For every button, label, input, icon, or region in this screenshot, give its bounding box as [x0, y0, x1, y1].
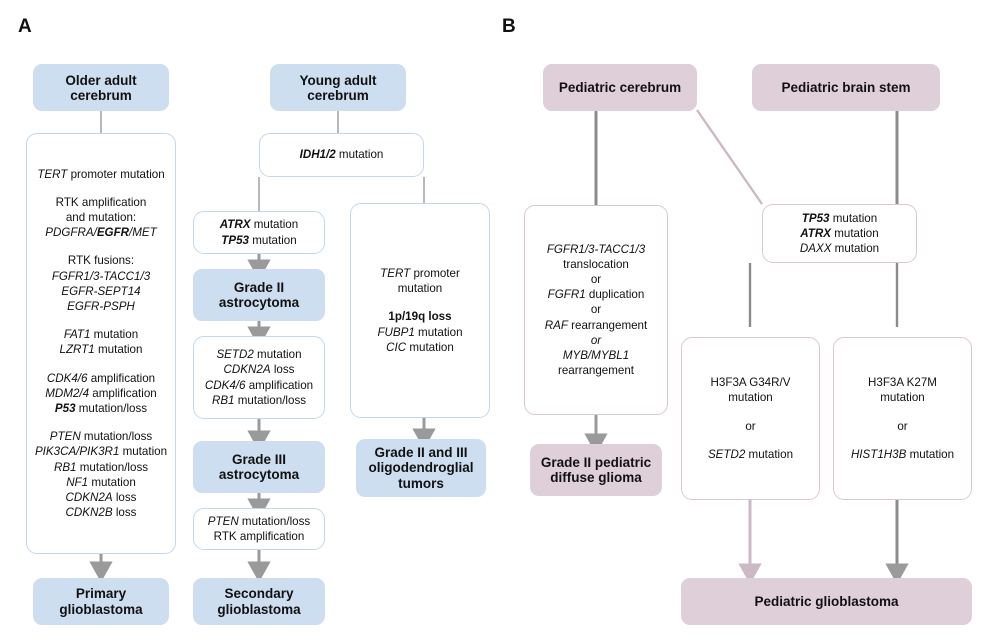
node-grade3-astrocytoma[interactable]: Grade III astrocytoma: [193, 441, 325, 493]
connector-ped-cerebrum-to-tp53: [696, 109, 763, 205]
panel-label-a: A: [18, 16, 32, 37]
node-older-adult-alterations[interactable]: TERT promoter mutation RTK amplification…: [26, 133, 176, 554]
node-secondary-glioblastoma-label: Secondary glioblastoma: [217, 586, 301, 617]
node-older-adult-cerebrum-label: Older adult cerebrum: [65, 72, 137, 103]
node-grade2-astrocytoma[interactable]: Grade II astrocytoma: [193, 269, 325, 321]
node-young-adult-cerebrum-label: Young adult cerebrum: [299, 72, 377, 103]
node-pediatric-cerebrum[interactable]: Pediatric cerebrum: [543, 64, 697, 111]
idh-mutation-text: IDH1/2 mutation: [299, 148, 384, 162]
node-grade2-pediatric-diffuse-glioma[interactable]: Grade II pediatric diffuse glioma: [530, 444, 662, 496]
node-oligodendroglial-tumors-label: Grade II and III oligodendroglial tumors: [368, 444, 474, 491]
node-idh-mutation[interactable]: IDH1/2 mutation: [259, 133, 424, 177]
node-oligodendroglial-tumors[interactable]: Grade II and III oligodendroglial tumors: [356, 439, 486, 497]
node-young-adult-cerebrum[interactable]: Young adult cerebrum: [270, 64, 406, 111]
node-pediatric-glioblastoma-label: Pediatric glioblastoma: [754, 593, 899, 609]
node-primary-glioblastoma[interactable]: Primary glioblastoma: [33, 578, 169, 625]
node-primary-glioblastoma-label: Primary glioblastoma: [59, 586, 143, 617]
node-grade2-astrocytoma-label: Grade II astrocytoma: [218, 279, 300, 311]
node-pediatric-cerebrum-label: Pediatric cerebrum: [558, 80, 682, 95]
node-pediatric-glioblastoma[interactable]: Pediatric glioblastoma: [681, 578, 972, 625]
node-pediatric-brain-stem[interactable]: Pediatric brain stem: [752, 64, 940, 111]
node-secondary-glioblastoma[interactable]: Secondary glioblastoma: [193, 578, 325, 625]
node-grade3-astrocytoma-label: Grade III astrocytoma: [218, 451, 300, 483]
panel-label-b: B: [502, 16, 516, 37]
node-grade2-pediatric-diffuse-glioma-label: Grade II pediatric diffuse glioma: [540, 454, 652, 486]
older-adult-alterations-text: TERT promoter mutation RTK amplification…: [34, 167, 168, 520]
node-older-adult-cerebrum[interactable]: Older adult cerebrum: [33, 64, 169, 111]
node-pediatric-brain-stem-label: Pediatric brain stem: [781, 80, 911, 95]
